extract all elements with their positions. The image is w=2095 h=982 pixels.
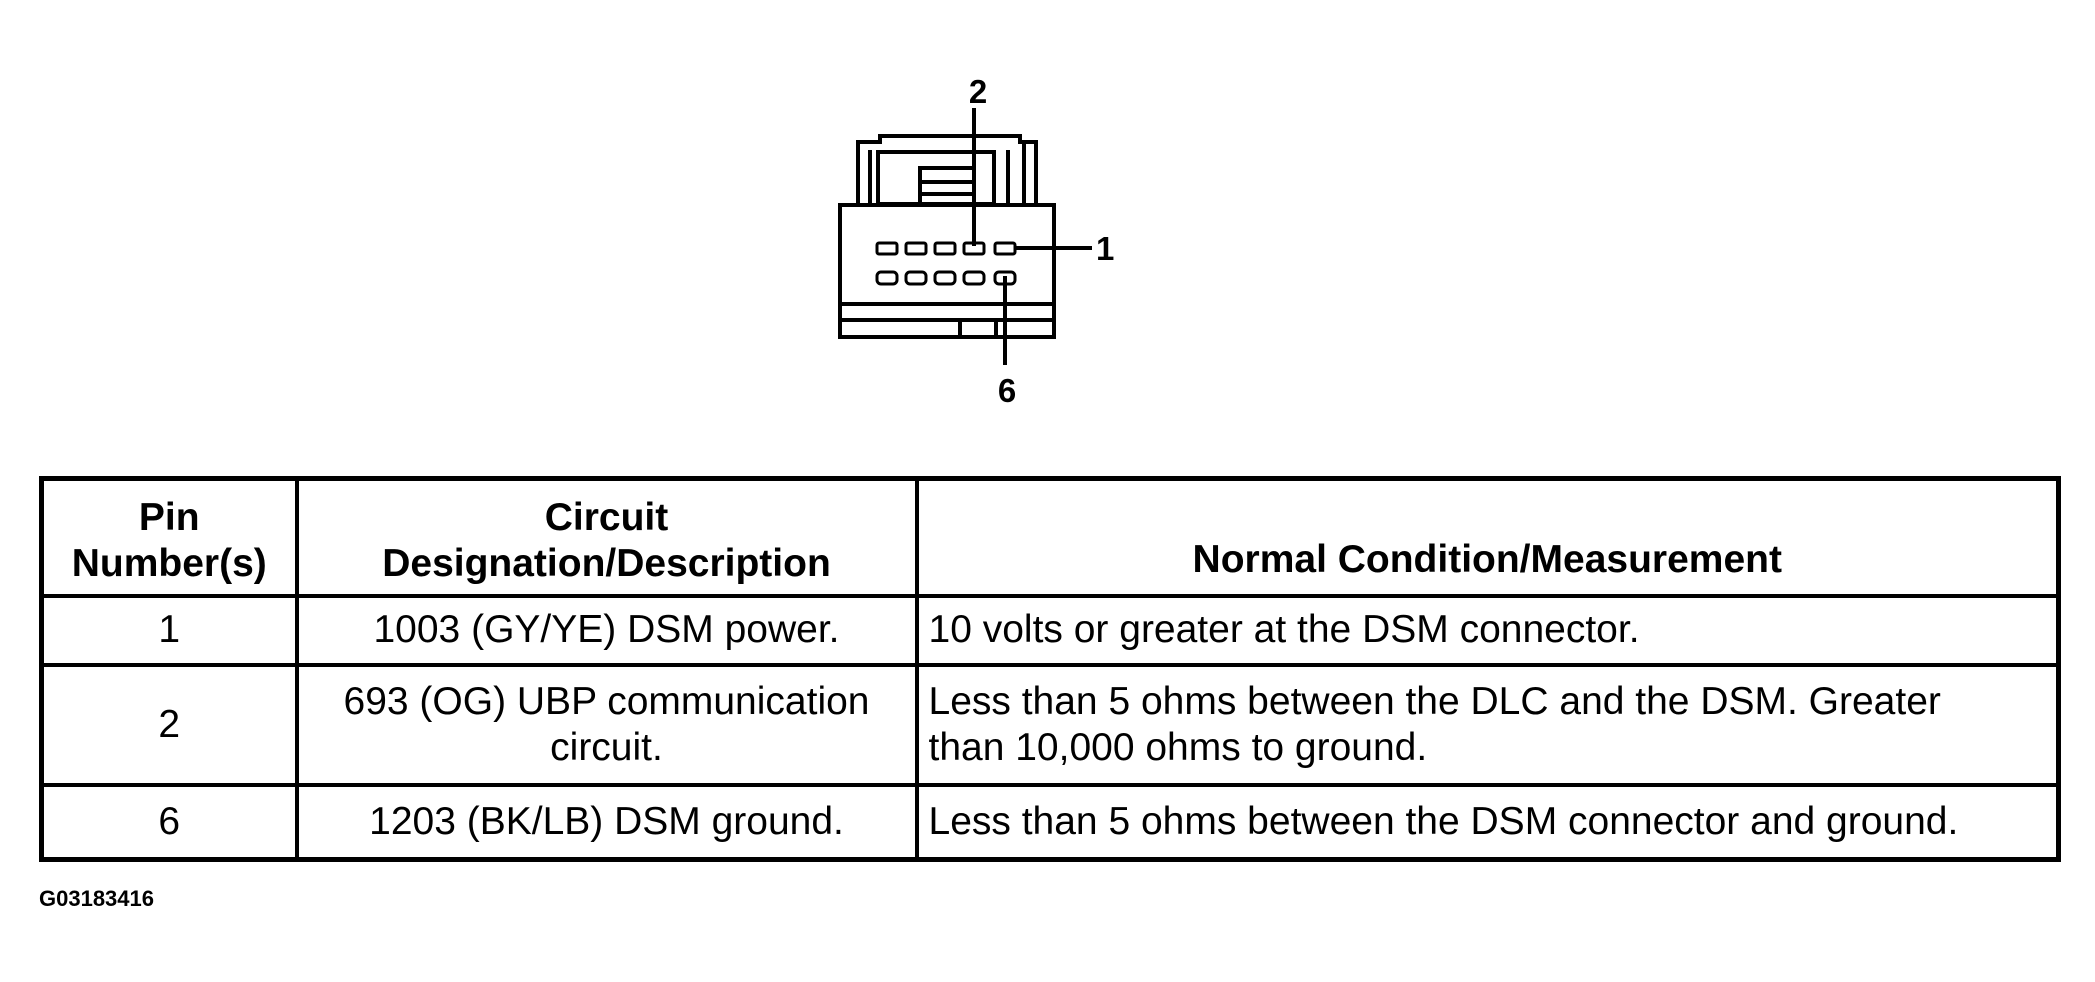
figure-id: G03183416 (39, 886, 154, 911)
cell-pin: 2 (39, 663, 299, 787)
pin-cavity (875, 270, 899, 286)
table-row: 6 1203 (BK/LB) DSM ground. Less than 5 o… (39, 782, 2061, 862)
pinout-table: Pin Number(s) Circuit Designation/Descri… (39, 476, 2061, 862)
connector-latch-inner (876, 150, 996, 206)
cell-description: 1203 (BK/LB) DSM ground. (294, 782, 919, 862)
table-row: 2 693 (OG) UBP communication circuit. Le… (39, 663, 2061, 787)
cell-pin: 6 (39, 782, 299, 862)
header-pin-numbers: Pin Number(s) (39, 476, 299, 598)
table-header-row: Pin Number(s) Circuit Designation/Descri… (39, 476, 2061, 598)
pin-cavity (904, 241, 928, 256)
connector-diagram: 2 1 6 (838, 73, 1114, 409)
connector-latch (856, 134, 1038, 205)
header-circuit-description: Circuit Designation/Description (294, 476, 919, 598)
connector-body (838, 203, 1056, 339)
connector-latch-window (918, 166, 976, 206)
pin-cavity (962, 270, 986, 286)
callout-label-pin-6: 6 (998, 372, 1016, 409)
pin-cavity (933, 241, 957, 256)
cell-measurement: 10 volts or greater at the DSM connector… (914, 593, 2061, 668)
cell-pin: 1 (39, 593, 299, 668)
pin-cavity (993, 241, 1017, 256)
header-description-text: Circuit Designation/Description (382, 496, 831, 586)
cell-measurement: Less than 5 ohms between the DSM connect… (914, 782, 2061, 862)
cell-measurement: Less than 5 ohms between the DLC and the… (914, 663, 2061, 787)
pin-cavity (875, 241, 899, 256)
table-row: 1 1003 (GY/YE) DSM power. 10 volts or gr… (39, 593, 2061, 668)
header-normal-condition: Normal Condition/Measurement (914, 476, 2061, 598)
callout-label-pin-1: 1 (1096, 230, 1114, 267)
cell-description: 1003 (GY/YE) DSM power. (294, 593, 919, 668)
header-pin-text: Pin Number(s) (71, 496, 267, 586)
header-measurement-text: Normal Condition/Measurement (1192, 538, 1782, 582)
pin-cavity (933, 270, 957, 286)
pin-cavity (904, 270, 928, 286)
callout-label-pin-2: 2 (969, 73, 987, 110)
cell-description: 693 (OG) UBP communication circuit. (294, 663, 919, 787)
